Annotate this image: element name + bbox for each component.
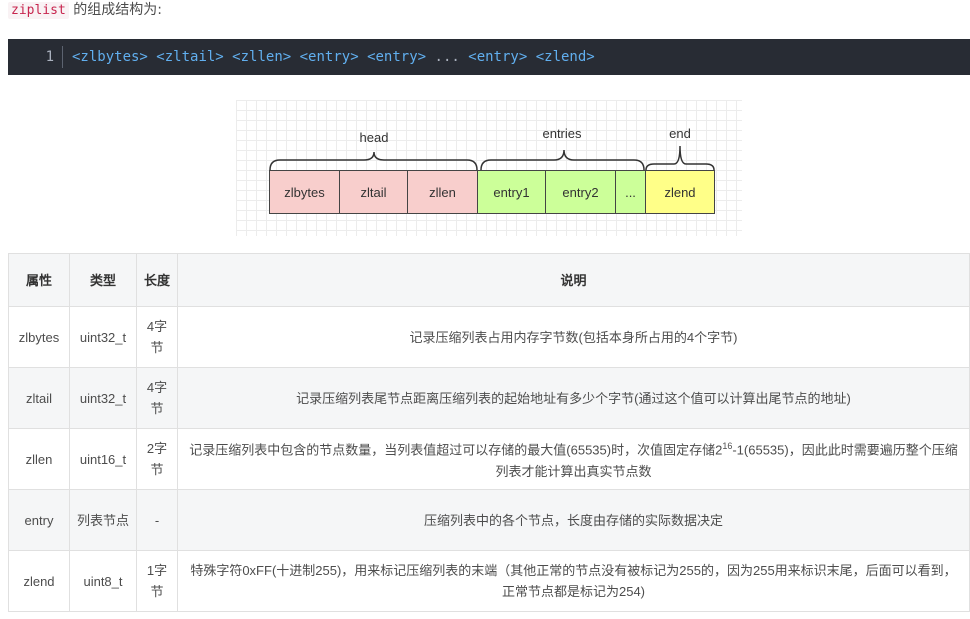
- header-length: 长度: [136, 253, 178, 307]
- group-label-end: end: [669, 126, 691, 141]
- cell-type: 列表节点: [69, 489, 137, 551]
- cell-zlbytes: zlbytes: [269, 170, 340, 214]
- cell-type: uint8_t: [69, 550, 137, 612]
- code-line: <zlbytes> <zltail> <zllen> <entry> <entr…: [72, 49, 595, 65]
- cell-attr: zlend: [8, 550, 70, 612]
- cell-entry1: entry1: [477, 170, 546, 214]
- line-number: 1: [45, 49, 54, 65]
- code-token: <entry>: [299, 49, 359, 65]
- head-brace: [269, 151, 478, 171]
- table-row: zltail uint32_t 4字节 记录压缩列表尾节点距离压缩列表的起始地址…: [8, 367, 970, 429]
- code-token: <entry>: [468, 49, 528, 65]
- cell-type: uint32_t: [69, 367, 137, 429]
- cell-length: -: [136, 489, 178, 551]
- table-row: zlend uint8_t 1字节 特殊字符0xFF(十进制255)，用来标记压…: [8, 550, 970, 612]
- cell-desc: 特殊字符0xFF(十进制255)，用来标记压缩列表的末端（其他正常的节点没有被标…: [177, 550, 970, 612]
- header-type: 类型: [69, 253, 137, 307]
- code-block: 1 <zlbytes> <zltail> <zllen> <entry> <en…: [8, 39, 970, 75]
- inline-code: ziplist: [8, 2, 69, 19]
- group-label-head: head: [359, 130, 389, 145]
- table-row: zlbytes uint32_t 4字节 记录压缩列表占用内存字节数(包括本身所…: [8, 306, 970, 368]
- cell-desc: 记录压缩列表尾节点距离压缩列表的起始地址有多少个字节(通过这个值可以计算出尾节点…: [177, 367, 970, 429]
- code-token: <entry>: [367, 49, 427, 65]
- cell-ellipsis: ...: [615, 170, 646, 214]
- desc-superscript: 16: [722, 441, 733, 452]
- intro-paragraph: ziplist 的组成结构为:: [8, 0, 162, 21]
- table-row: zllen uint16_t 2字节 记录压缩列表中包含的节点数量，当列表值超过…: [8, 428, 970, 490]
- cell-type: uint32_t: [69, 306, 137, 368]
- table-row: entry 列表节点 - 压缩列表中的各个节点，长度由存储的实际数据决定: [8, 489, 970, 551]
- cell-length: 4字节: [136, 306, 178, 368]
- desc-text: 记录压缩列表中包含的节点数量，当列表值超过可以存储的最大值(65535)时，次值…: [189, 442, 723, 458]
- cell-zllen: zllen: [407, 170, 478, 214]
- code-token: <zlend>: [535, 49, 595, 65]
- cell-entry2: entry2: [545, 170, 616, 214]
- intro-text: 的组成结构为:: [73, 2, 162, 18]
- gutter-divider: [62, 46, 63, 68]
- code-token: ...: [434, 49, 460, 65]
- header-desc: 说明: [177, 253, 970, 307]
- cell-zlend: zlend: [645, 170, 715, 214]
- end-brace: [645, 145, 715, 171]
- desc-text: -1(65535)，因此此时需要遍历整个压缩列表才能计算出真实节点数: [495, 442, 958, 479]
- code-token: <zltail>: [156, 49, 224, 65]
- cell-type: uint16_t: [69, 428, 137, 490]
- cell-desc: 压缩列表中的各个节点，长度由存储的实际数据决定: [177, 489, 970, 551]
- cell-attr: zlbytes: [8, 306, 70, 368]
- cell-attr: entry: [8, 489, 70, 551]
- table-header-row: 属性 类型 长度 说明: [8, 253, 970, 307]
- cell-desc: 记录压缩列表占用内存字节数(包括本身所占用的4个字节): [177, 306, 970, 368]
- cell-zltail: zltail: [339, 170, 408, 214]
- group-label-entries: entries: [542, 126, 582, 141]
- ziplist-diagram: head entries end zlbytes zltail zllen en…: [236, 100, 742, 236]
- cell-length: 1字节: [136, 550, 178, 612]
- cell-attr: zllen: [8, 428, 70, 490]
- cell-length: 4字节: [136, 367, 178, 429]
- cell-desc: 记录压缩列表中包含的节点数量，当列表值超过可以存储的最大值(65535)时，次值…: [177, 428, 970, 490]
- header-attr: 属性: [8, 253, 70, 307]
- cell-length: 2字节: [136, 428, 178, 490]
- brace-overlay: [269, 145, 715, 171]
- code-token: <zlbytes>: [72, 49, 148, 65]
- ziplist-fields-table: 属性 类型 长度 说明 zlbytes uint32_t 4字节 记录压缩列表占…: [8, 253, 970, 612]
- entries-brace: [480, 149, 645, 171]
- code-token: <zllen>: [232, 49, 292, 65]
- cell-attr: zltail: [8, 367, 70, 429]
